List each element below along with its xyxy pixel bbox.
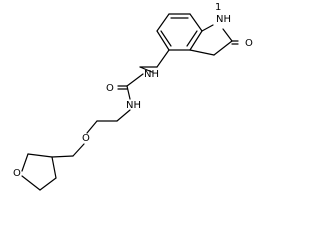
bond	[160, 30, 172, 47]
atom-label-urea-o: O	[106, 83, 114, 94]
atom-label-ether-o: O	[82, 133, 90, 144]
atom-labels: NH 1 O NH O NH O O	[13, 2, 253, 179]
bond	[86, 120, 98, 134]
atom-label-urea-nh-upper: NH	[144, 69, 159, 80]
bond	[116, 109, 131, 122]
structure-canvas: NH 1 O NH O NH O O	[13, 2, 253, 191]
bond	[126, 85, 131, 100]
bond	[39, 177, 57, 191]
bond	[156, 30, 170, 51]
bond	[51, 156, 57, 179]
bond	[189, 49, 215, 56]
bond-layer	[21, 13, 239, 191]
bond	[222, 28, 233, 42]
atom-label-urea-nh-lower: NH	[126, 100, 141, 111]
atom-label-ring-nh-locant: 1	[215, 2, 221, 13]
bond	[189, 30, 203, 51]
bond	[213, 40, 233, 56]
bond	[189, 13, 203, 32]
molecule-drawing: NH 1 O NH O NH O O	[13, 2, 253, 191]
bond	[51, 155, 74, 158]
atom-label-ring-nh: NH	[216, 14, 231, 25]
bond	[126, 73, 144, 87]
atom-label-lactam-o: O	[245, 38, 253, 49]
bond	[27, 153, 53, 158]
bond	[156, 13, 170, 32]
bond	[201, 24, 214, 32]
bond	[72, 143, 85, 157]
bond	[21, 175, 41, 191]
bond	[186, 30, 198, 47]
bond	[156, 49, 170, 68]
bond	[21, 153, 29, 172]
bond	[139, 66, 153, 73]
atom-label-thf-o: O	[13, 168, 21, 179]
